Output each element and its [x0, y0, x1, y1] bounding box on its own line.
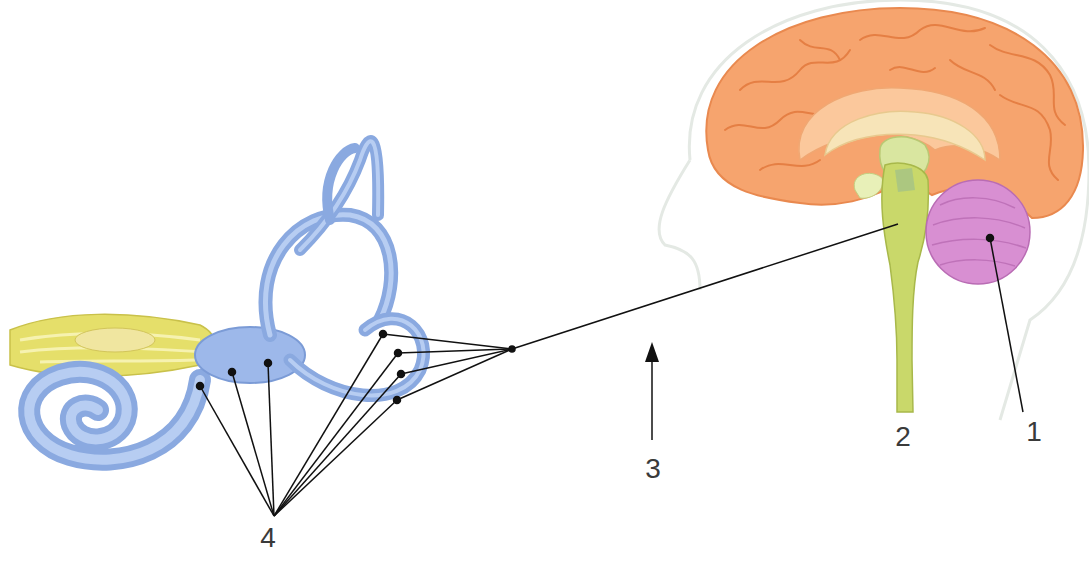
head-outline: [659, 0, 1089, 420]
callout-number: 3: [645, 455, 661, 483]
brainstem: [882, 163, 929, 412]
callout-number: 1: [1026, 418, 1042, 446]
auditory-nerve-bundle: [10, 314, 215, 376]
brainstem-detail: [895, 168, 915, 192]
callout-number: 2: [895, 423, 911, 451]
leader-lines: [197, 224, 1024, 516]
cerebellum: [926, 180, 1030, 284]
callout-number: 4: [260, 524, 276, 552]
inner-ear: [29, 141, 423, 459]
